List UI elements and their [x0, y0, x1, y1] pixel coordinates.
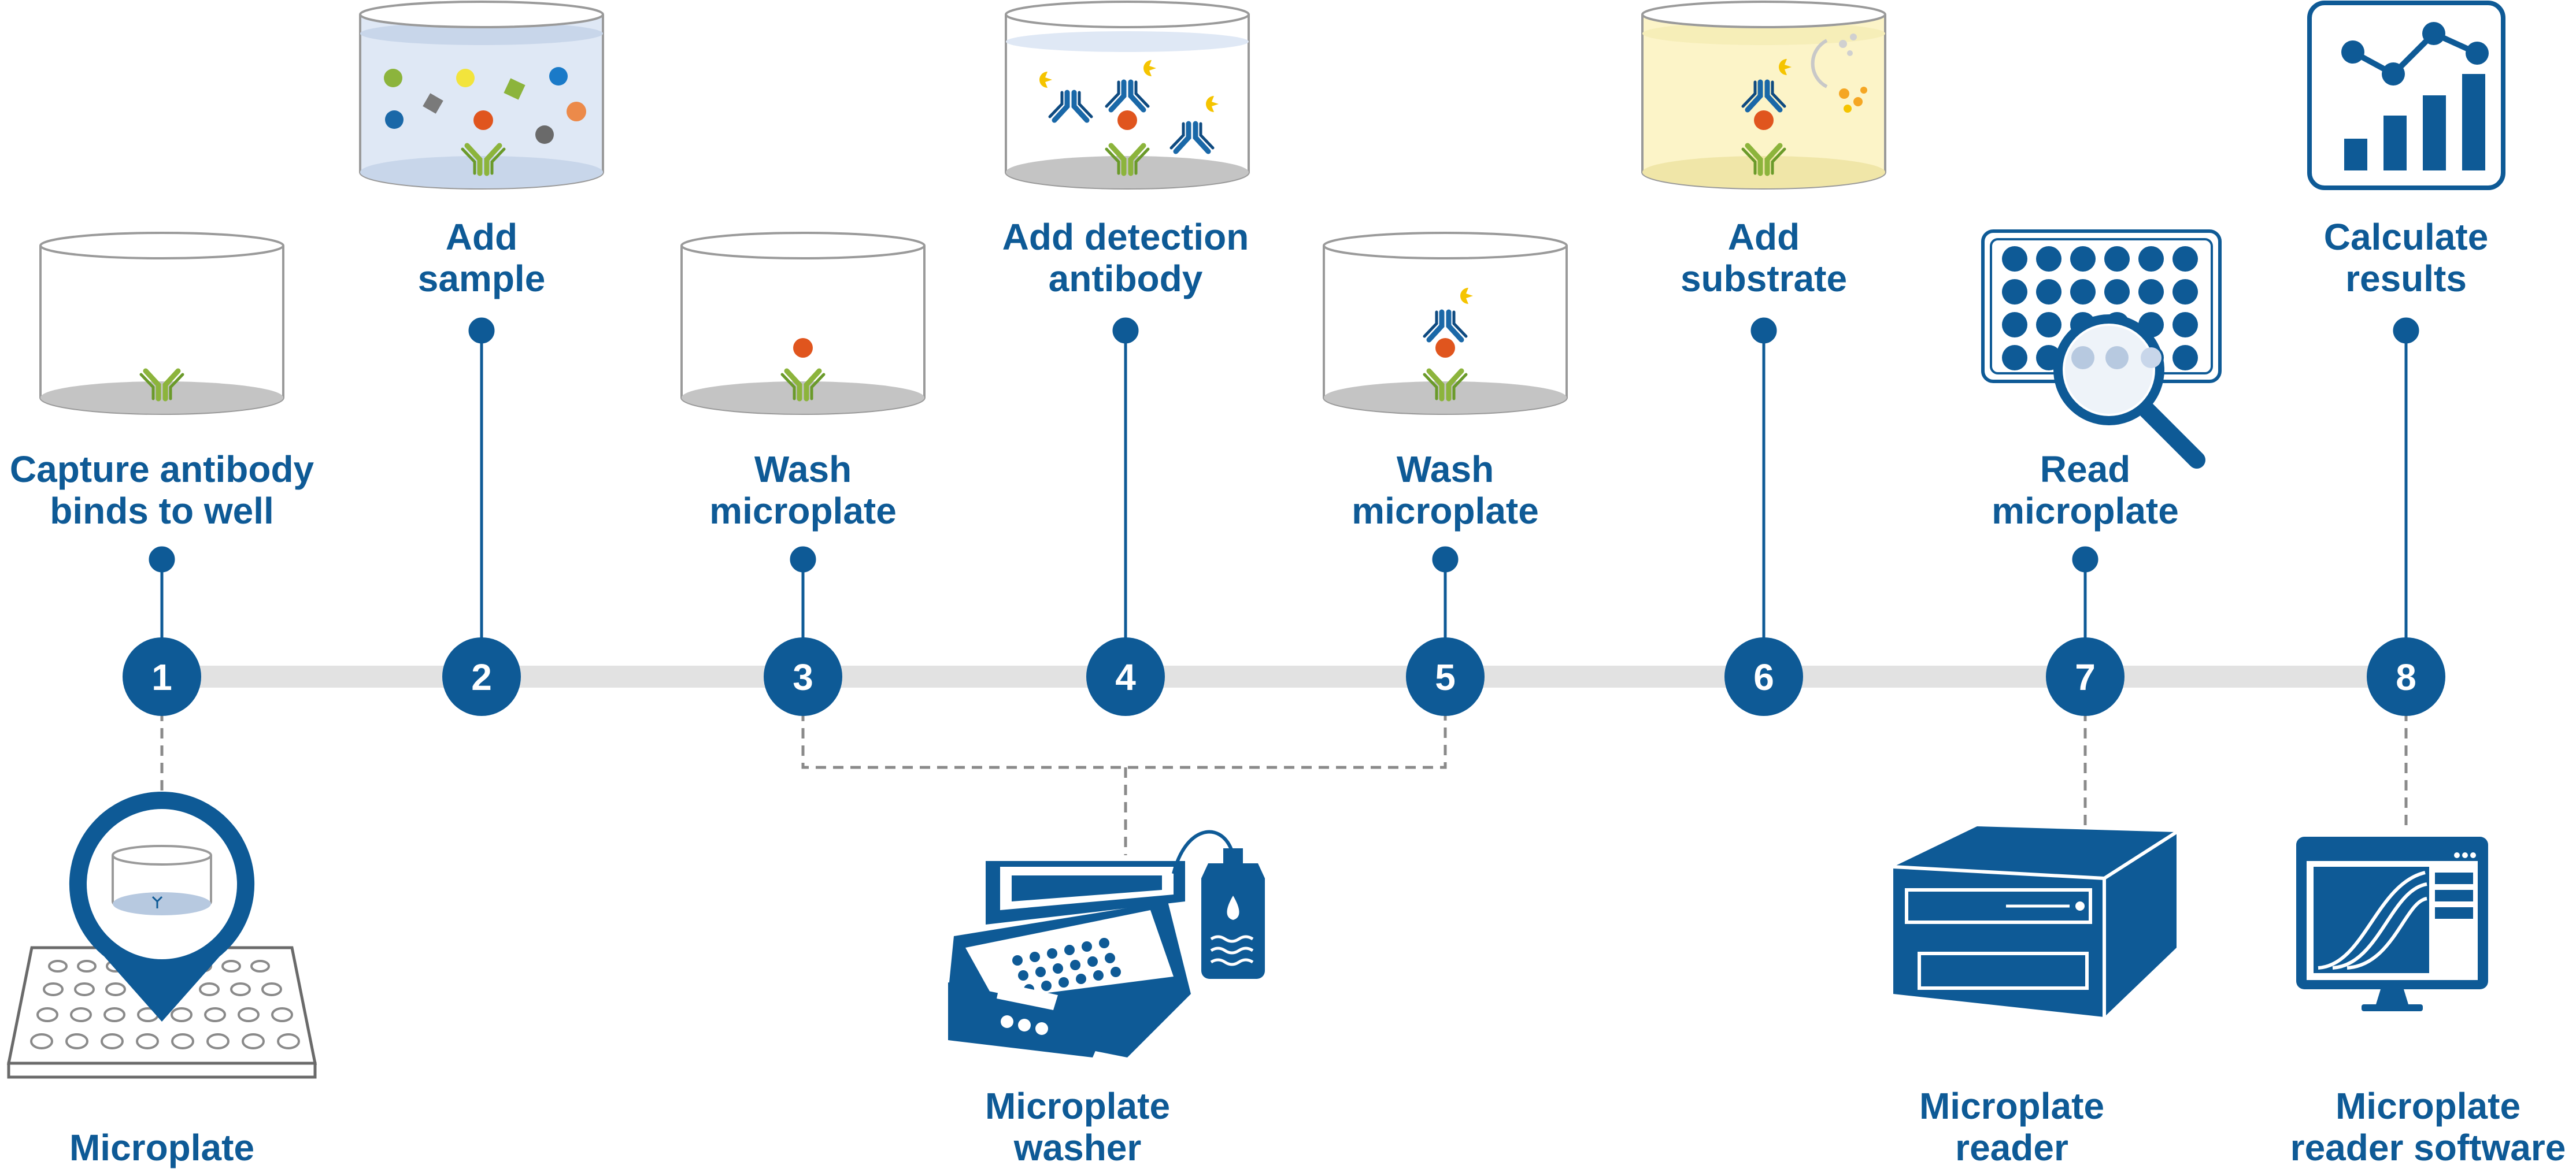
step-number-5: 5 — [1435, 656, 1456, 698]
step-7-label-line-2: microplate — [1992, 490, 2179, 532]
microplate-label: Microplate — [69, 1127, 254, 1168]
instrument-links — [160, 711, 2408, 855]
step-4-label: Add detection antibody — [1002, 216, 1249, 299]
step-number-1: 1 — [151, 656, 172, 698]
step-1-label-line-1: Capture antibody — [9, 448, 314, 490]
step-7-label: Read microplate — [1992, 448, 2179, 532]
reader-icon — [1893, 826, 2178, 1017]
step-number-6: 6 — [1753, 656, 1774, 698]
step-8-label-line-1: Calculate — [2323, 216, 2489, 258]
results-chart-icon — [2307, 1, 2505, 190]
timeline-bar — [150, 666, 2416, 688]
microplate-reader-software-label-line-1: Microplate — [2335, 1085, 2521, 1127]
step-number-2: 2 — [471, 656, 492, 698]
step-number-7: 7 — [2075, 656, 2096, 698]
substrate-well-icon — [1641, 1, 1886, 190]
wash-well-icon — [680, 232, 926, 415]
step-8-label-line-2: results — [2345, 258, 2467, 299]
step-connectors — [149, 317, 2419, 647]
step-3-label: Wash microplate — [709, 448, 897, 532]
step-markers — [123, 637, 2445, 716]
step-6-label-line-2: substrate — [1680, 258, 1848, 299]
microplate-reader-software-label: Microplate reader software — [2290, 1085, 2566, 1168]
step-1-label: Capture antibody binds to well — [10, 448, 314, 532]
plate-magnifier-icon — [1981, 229, 2222, 469]
step-4-label-line-2: antibody — [1048, 258, 1203, 299]
microplate-reader-label-line-2: reader — [1955, 1127, 2068, 1168]
step-number-8: 8 — [2396, 656, 2416, 698]
step-2-label-line-1: Add — [445, 216, 518, 258]
step-4-label-line-1: Add detection — [1002, 216, 1249, 258]
microplate-reader-label: Microplate reader — [1919, 1085, 2104, 1168]
microplate-label-line-1: Microplate — [69, 1127, 255, 1168]
step-number-3: 3 — [793, 656, 813, 698]
washer-icon — [948, 830, 1265, 1057]
step-6-label: Add substrate — [1681, 216, 1847, 299]
microplate-washer-label-line-2: washer — [1013, 1127, 1142, 1168]
step-5-label-line-2: microplate — [1352, 490, 1539, 532]
step-3-label-line-1: Wash — [754, 448, 852, 490]
step-7-label-line-1: Read — [2040, 448, 2131, 490]
microplate-washer-label-line-1: Microplate — [984, 1085, 1171, 1127]
capture-antibody-well-icon — [39, 232, 284, 415]
step-3-label-line-2: microplate — [709, 490, 897, 532]
step-5-label-line-1: Wash — [1396, 448, 1494, 490]
detection-antibody-well-icon — [1005, 1, 1250, 190]
step-number-4: 4 — [1115, 656, 1136, 698]
step-2-label-line-2: sample — [417, 258, 546, 299]
sample-well-icon — [359, 1, 604, 190]
wash-well-icon-2 — [1323, 232, 1568, 415]
microplate-reader-label-line-1: Microplate — [1919, 1085, 2105, 1127]
step-2-label: Add sample — [418, 216, 546, 299]
microplate-icon — [6, 792, 317, 1079]
step-6-label-line-1: Add — [1727, 216, 1800, 258]
software-monitor-icon — [2296, 837, 2488, 1011]
microplate-reader-software-label-line-2: reader software — [2290, 1127, 2566, 1168]
step-8-label: Calculate results — [2324, 216, 2489, 299]
microplate-washer-label: Microplate washer — [985, 1085, 1170, 1168]
step-5-label: Wash microplate — [1352, 448, 1539, 532]
step-1-label-line-2: binds to well — [50, 490, 274, 532]
